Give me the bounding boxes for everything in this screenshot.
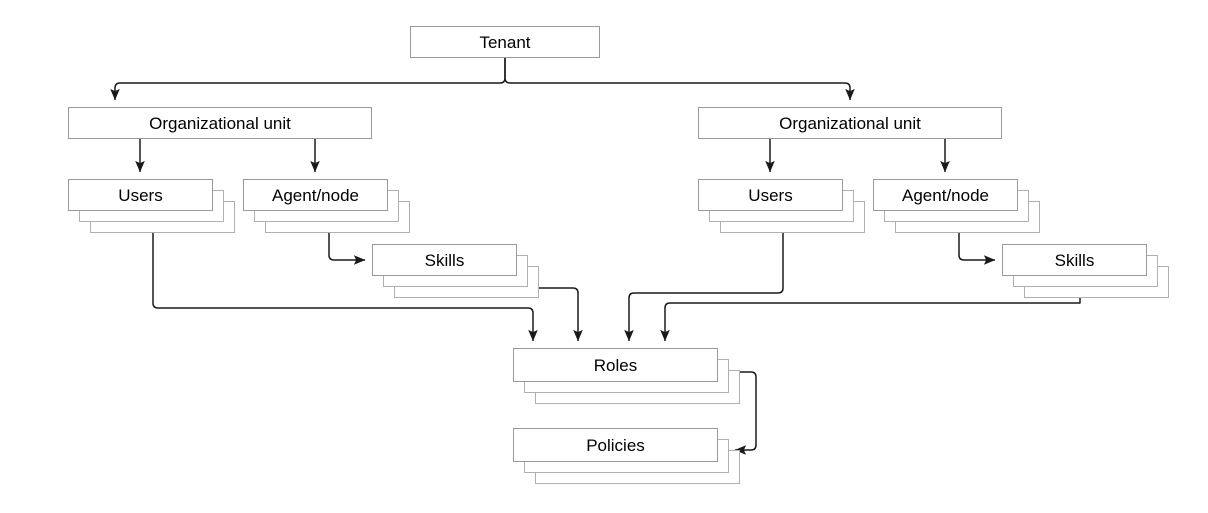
node-agent-right-label: Agent/node [902, 185, 989, 205]
edge-skills-right-to-roles [660, 298, 1081, 342]
node-policies[interactable]: Policies [513, 428, 718, 462]
node-users-right[interactable]: Users [698, 179, 843, 211]
node-agent-right[interactable]: Agent/node [873, 179, 1018, 211]
edge-agent-right-to-skills-right [958, 233, 996, 265]
node-tenant-label: Tenant [479, 32, 531, 52]
edge-agent-left-to-skills-left [328, 233, 366, 265]
node-roles[interactable]: Roles [513, 348, 718, 382]
edge-tenant-to-ou-left [110, 58, 506, 101]
node-skills-left-label: Skills [424, 250, 465, 270]
node-skills-left[interactable]: Skills [372, 244, 517, 276]
node-policies-label: Policies [586, 435, 645, 455]
edge-tenant-to-ou-right [504, 58, 855, 101]
node-skills-right-label: Skills [1054, 250, 1095, 270]
node-agent-left[interactable]: Agent/node [243, 179, 388, 211]
node-organizational-unit-right-label: Organizational unit [779, 113, 921, 133]
node-skills-right[interactable]: Skills [1002, 244, 1147, 276]
edge-users-right-to-roles [624, 233, 784, 342]
node-tenant[interactable]: Tenant [410, 26, 600, 58]
node-agent-left-label: Agent/node [272, 185, 359, 205]
node-organizational-unit-left-label: Organizational unit [149, 113, 291, 133]
node-organizational-unit-left[interactable]: Organizational unit [68, 107, 372, 139]
node-users-right-label: Users [748, 185, 793, 205]
node-users-left[interactable]: Users [68, 179, 213, 211]
node-users-left-label: Users [118, 185, 163, 205]
node-roles-label: Roles [593, 355, 638, 375]
node-organizational-unit-right[interactable]: Organizational unit [698, 107, 1002, 139]
